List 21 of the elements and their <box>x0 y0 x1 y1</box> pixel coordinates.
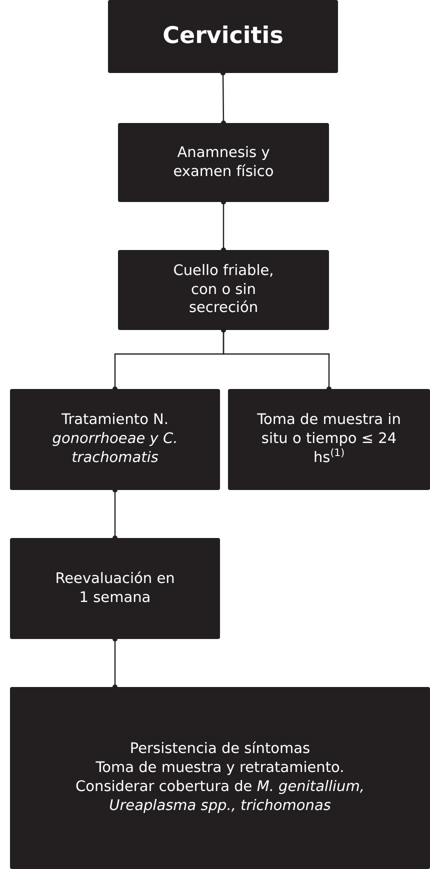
process-box <box>10 389 220 490</box>
box-text: Anamnesis y examen físico <box>172 144 275 182</box>
connector-line <box>221 328 332 392</box>
box-text: Persistencia de síntomas <box>130 740 310 760</box>
box-text: Considerar cobertura de M. genitallium, Ureaplasma spp., trichomonas <box>74 778 366 816</box>
box-text: Reevaluación en 1 semana <box>55 570 175 608</box>
box-text: Toma de muestra y retratamiento. <box>96 759 344 778</box>
process-box <box>118 123 329 202</box>
box-text: Cuello friable, con o sin secreción <box>172 262 275 318</box>
process-box <box>10 538 220 639</box>
box-text: Cervicitis <box>162 22 284 51</box>
connector-line <box>221 200 226 252</box>
process-box <box>10 687 430 869</box>
process-box <box>118 250 329 330</box>
connector-line <box>112 488 118 540</box>
process-box <box>228 389 430 490</box>
connector-line <box>112 636 118 690</box>
connector-line <box>220 70 226 126</box>
box-text: Toma de muestra in situ o tiempo ≤ 24 hs$^{(1)}$ <box>256 411 402 468</box>
box-text: Tratamiento N. gonorrhoeae y C. trachomatis <box>51 411 179 468</box>
process-box <box>108 0 338 73</box>
